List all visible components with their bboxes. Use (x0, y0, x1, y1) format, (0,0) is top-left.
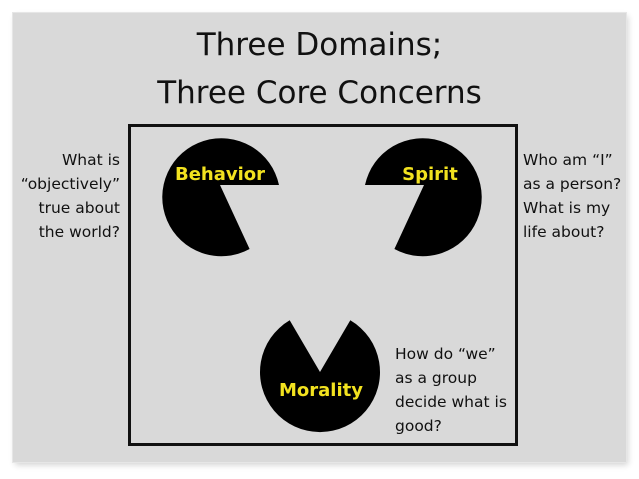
spirit-question-line: as a person? (523, 175, 622, 193)
title-line-1: Three Domains; (196, 27, 443, 63)
behavior-question-line: the world? (38, 223, 120, 241)
behavior-question-line: true about (38, 199, 120, 217)
spirit-question-line: life about? (523, 223, 605, 241)
morality-pacman (260, 320, 381, 433)
spirit-pacman (365, 138, 482, 257)
morality-question-line: as a group (395, 369, 477, 387)
behavior-label: Behavior (175, 164, 265, 185)
illusory-triangle-frame (128, 124, 518, 446)
spirit-question-line: Who am “I” (523, 151, 613, 169)
morality-label: Morality (279, 380, 363, 401)
title-line-2: Three Core Concerns (157, 75, 482, 111)
spirit-question-line: What is my (523, 199, 611, 217)
behavior-question-line: What is (61, 151, 120, 169)
morality-question-line: good? (395, 417, 442, 435)
spirit-question: Who am “I” as a person? What is my life … (523, 148, 635, 244)
behavior-question-line: “objectively” (20, 175, 120, 193)
morality-question: How do “we” as a group decide what is go… (395, 342, 515, 438)
behavior-pacman (162, 138, 279, 257)
behavior-question: What is “objectively” true about the wor… (18, 148, 120, 244)
spirit-label: Spirit (402, 164, 458, 185)
morality-question-line: How do “we” (395, 345, 496, 363)
morality-question-line: decide what is (395, 393, 507, 411)
